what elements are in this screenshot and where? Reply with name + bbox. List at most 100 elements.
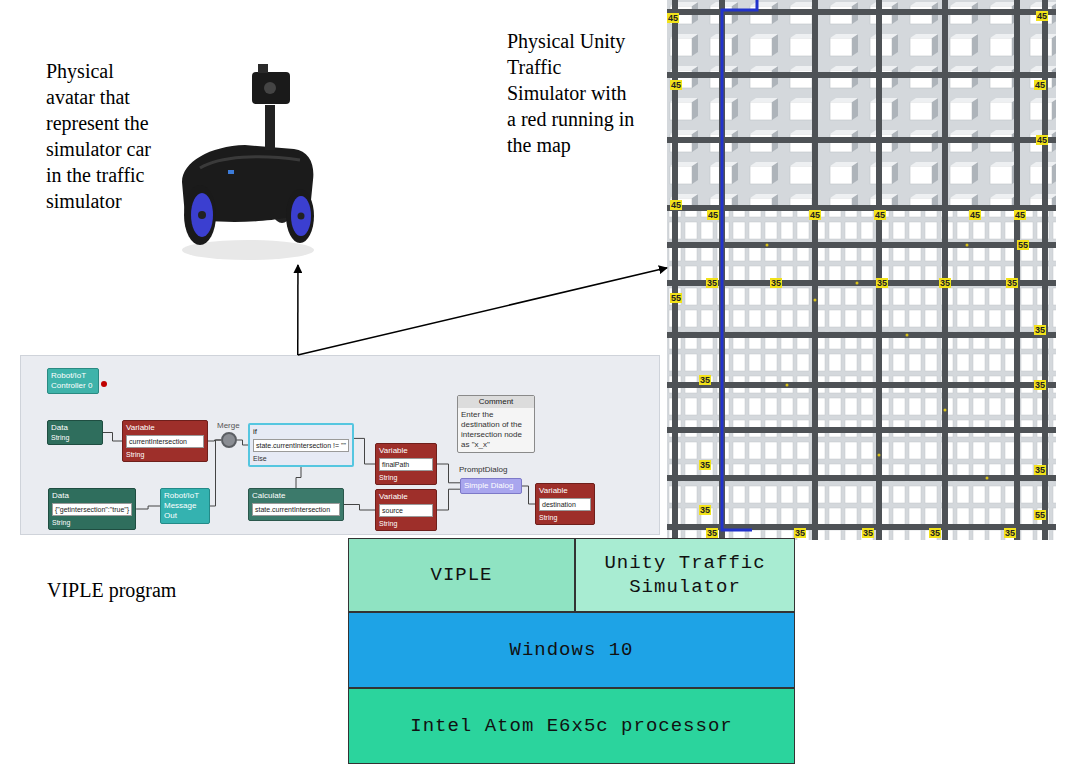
block-text: state.currentIntersection	[252, 503, 340, 516]
block-text: Data	[51, 423, 99, 433]
comment-box: CommentEnter the destination of the inte…	[457, 395, 535, 453]
arrow-connector	[298, 268, 667, 355]
speed-sign: 45	[809, 210, 821, 220]
block-text: finalPath	[379, 458, 433, 471]
block-text: state.currentIntersection != ""	[253, 439, 349, 452]
speed-sign: 55	[1034, 510, 1046, 520]
variable-block: Variable currentIntersectionString	[122, 420, 208, 462]
speed-sign: 45	[1036, 135, 1048, 145]
speed-sign: 35	[1004, 528, 1016, 538]
speed-sign: 35	[1034, 325, 1046, 335]
speed-sign: 45	[1036, 11, 1048, 21]
speed-sign: 55	[670, 293, 682, 303]
speed-sign: 35	[876, 278, 888, 288]
simple-dialog-block: Simple Dialog	[460, 478, 522, 494]
hardware-layer: Intel Atom E6x5c processor	[348, 688, 795, 764]
wire-connector	[103, 433, 122, 442]
block-text: if	[253, 427, 349, 437]
merge-circle: Merge	[221, 432, 237, 448]
speed-sign: 45	[667, 13, 679, 23]
block-text: Simple Dialog	[464, 481, 518, 491]
speed-sign: 35	[929, 528, 941, 538]
block-text: Comment	[458, 396, 534, 408]
wire-connector	[237, 440, 248, 445]
robot-avatar: Physical avatar that represent the simul…	[170, 50, 320, 265]
wire-connector	[210, 440, 221, 506]
calculate-block: Calculate state.currentIntersection	[248, 488, 344, 521]
annotation-text: VIPLE program	[47, 577, 176, 603]
wire-connector	[437, 489, 460, 510]
block-text: Variable	[379, 446, 433, 456]
wire-label: PromptDialog	[458, 465, 508, 475]
wire-connector	[437, 464, 460, 483]
annotation-text: Physical Unity Traffic Simulator with a …	[507, 28, 637, 158]
speed-sign: 45	[1014, 210, 1026, 220]
wire-connector	[344, 505, 375, 511]
controller-block: Robot/IoT Controller 0	[47, 368, 99, 394]
speed-sign: 35	[1006, 278, 1018, 288]
layer-text: VIPLE	[430, 563, 492, 587]
software-layer: Unity Traffic Simulator	[575, 538, 795, 612]
message-out-block: Robot/IoT Message Out	[160, 488, 210, 524]
variable-block: VariablesourceString	[375, 489, 437, 531]
block-text: Calculate	[252, 491, 340, 501]
layer-text: Windows 10	[509, 638, 633, 662]
wire-connector	[354, 438, 375, 464]
block-text: destination	[539, 498, 591, 511]
layer-text: Intel Atom E6x5c processor	[410, 714, 732, 738]
software-layer: VIPLE	[348, 538, 575, 612]
speed-sign: 45	[670, 200, 682, 210]
speed-sign: 35	[1034, 465, 1046, 475]
variable-block: Variable finalPathString	[375, 443, 437, 485]
block-text: Data	[52, 491, 132, 501]
data-block: Data {"getintersection":"true"} String	[48, 488, 136, 530]
block-text: Variable	[539, 486, 591, 496]
block-text: Enter the destination of the intersectio…	[461, 410, 531, 450]
speed-sign: 35	[699, 375, 711, 385]
speed-sign: 45	[874, 210, 886, 220]
controller-port-dot	[100, 380, 108, 388]
speed-sign: 35	[939, 278, 951, 288]
if-block: if state.currentIntersection != "" Else	[248, 423, 354, 467]
viple-program-panel: VIPLE programRobot/IoT Controller 0DataS…	[20, 355, 660, 535]
speed-sign: 35	[706, 528, 718, 538]
wire-connector	[136, 506, 160, 509]
traffic-map-picture	[667, 0, 1056, 540]
speed-sign: 35	[706, 278, 718, 288]
block-text: Variable	[126, 423, 204, 433]
traffic-simulator-map: Physical Unity Traffic Simulator with a …	[667, 0, 1056, 540]
speed-sign: 55	[1017, 240, 1029, 250]
speed-sign: 35	[794, 528, 806, 538]
merge-label: Merge	[217, 421, 240, 431]
speed-sign: 35	[770, 278, 782, 288]
block-text: String	[52, 518, 132, 527]
speed-sign: 45	[969, 210, 981, 220]
block-text: String	[126, 450, 204, 459]
speed-sign: 45	[1034, 80, 1046, 90]
block-text: String	[379, 473, 433, 482]
block-text: {"getintersection":"true"}	[52, 503, 132, 516]
robot-car-picture	[170, 50, 320, 265]
block-text: String	[379, 519, 433, 528]
block-text: currentIntersection	[126, 435, 204, 448]
speed-sign: 35	[699, 505, 711, 515]
block-text: Else	[253, 454, 349, 463]
os-layer: Windows 10	[348, 612, 795, 688]
block-text: Robot/IoT Message Out	[164, 491, 206, 521]
layer-text: Unity Traffic Simulator	[586, 551, 784, 599]
speed-sign: 35	[699, 460, 711, 470]
block-text: String	[539, 513, 591, 522]
speed-sign: 35	[1034, 380, 1046, 390]
speed-sign: 45	[707, 210, 719, 220]
variable-block: Variable destinationString	[535, 483, 595, 525]
wire-connector	[296, 467, 301, 488]
speed-sign: 45	[670, 80, 682, 90]
speed-sign: 35	[862, 528, 874, 538]
data-block: DataString	[47, 420, 103, 445]
wire-connector	[522, 486, 535, 504]
block-text: String	[51, 433, 99, 442]
annotation-text: Physical avatar that represent the simul…	[46, 58, 166, 214]
block-text: source	[379, 504, 433, 517]
arrow-connector	[297, 265, 299, 355]
